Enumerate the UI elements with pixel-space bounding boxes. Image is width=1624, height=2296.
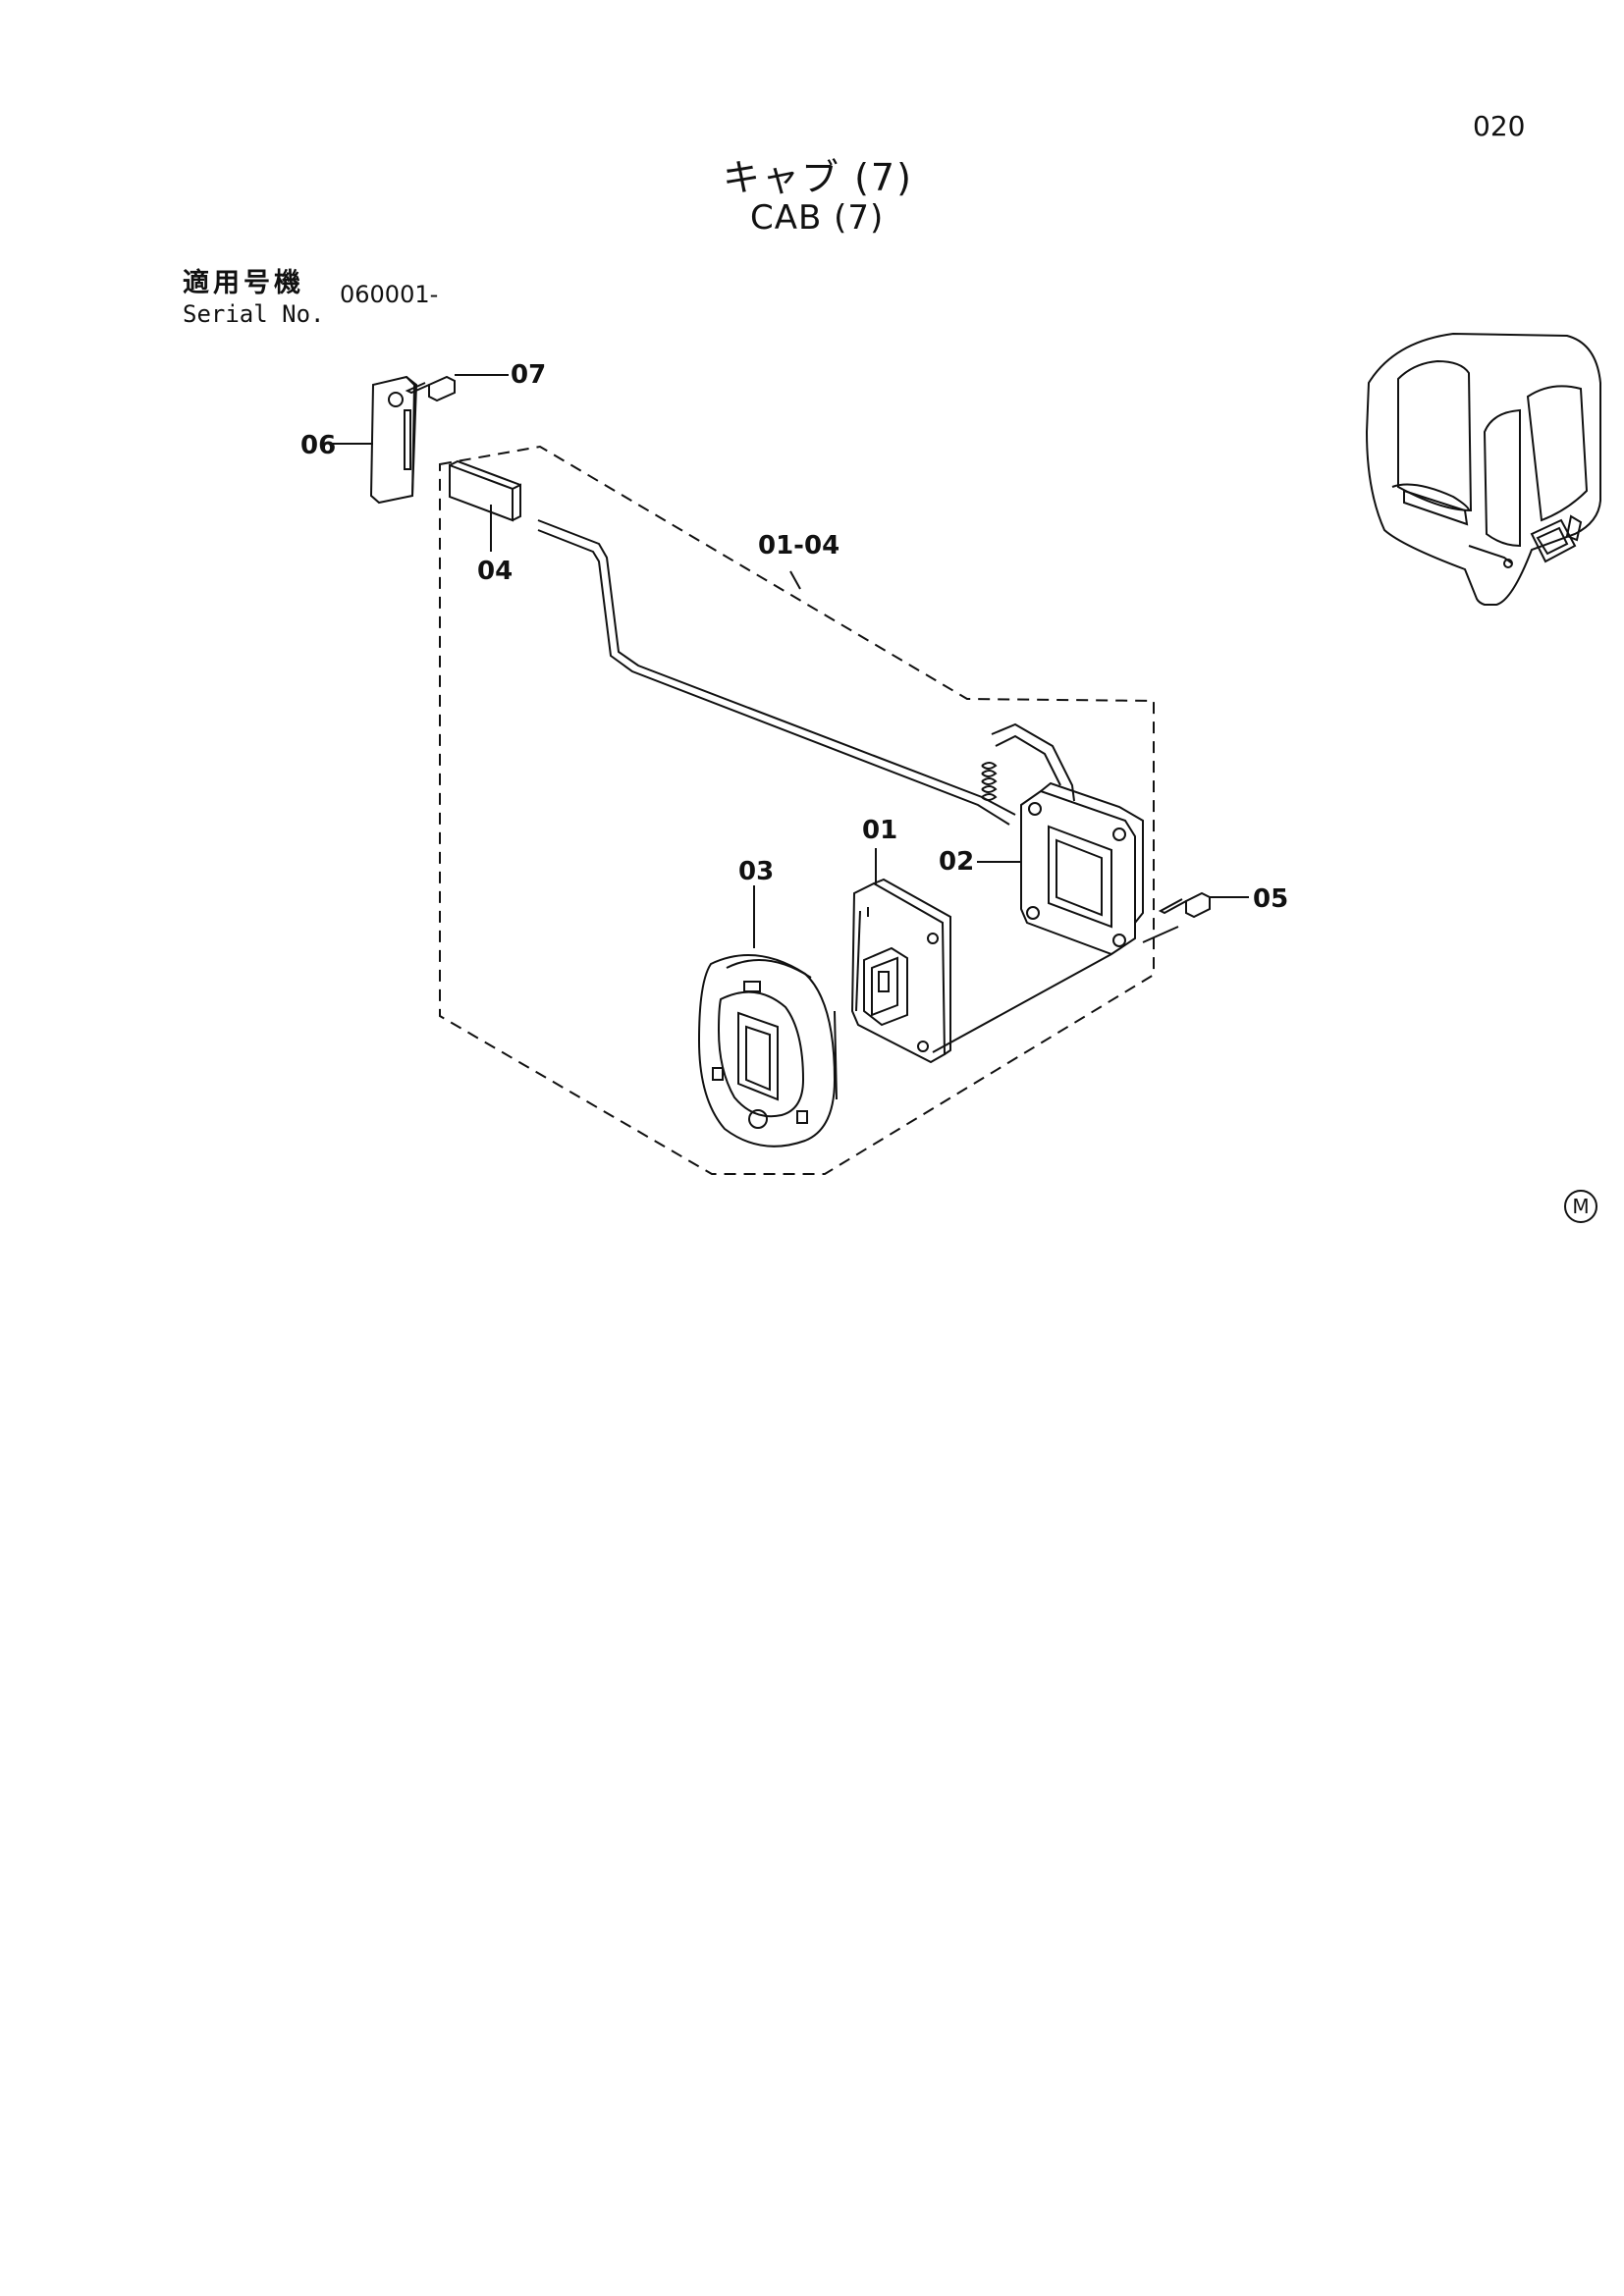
callout-02: 02 (939, 847, 974, 877)
serial-label-english: Serial No. (183, 300, 325, 328)
part-02-housing (932, 781, 1179, 1053)
part-05-screw (1158, 891, 1249, 919)
page-title-japanese: キャブ (7) (723, 156, 913, 199)
manufacturer-mark: M (1564, 1190, 1597, 1223)
part-06-handle-plate (330, 375, 418, 505)
cab-thumbnail (1365, 332, 1601, 606)
callout-01-04: 01-04 (758, 531, 839, 561)
rod-assembly (537, 519, 1075, 826)
callout-03: 03 (738, 857, 774, 886)
part-03-escutcheon (697, 885, 838, 1148)
serial-number-value: 060001- (340, 281, 439, 308)
callout-04: 04 (477, 557, 513, 586)
callout-07: 07 (511, 360, 546, 390)
page-title-english: CAB (7) (750, 198, 885, 238)
leader-01-04 (789, 570, 801, 590)
page-number: 020 (1473, 110, 1526, 142)
part-04-knob (449, 459, 521, 552)
part-07-screw (405, 374, 509, 402)
part-01-plate (850, 848, 951, 1064)
callout-05: 05 (1253, 884, 1288, 914)
callout-06: 06 (300, 431, 336, 460)
callout-01: 01 (862, 816, 897, 845)
serial-label-japanese: 適用号機 (183, 268, 304, 298)
assembly-boundary (439, 445, 1155, 1175)
